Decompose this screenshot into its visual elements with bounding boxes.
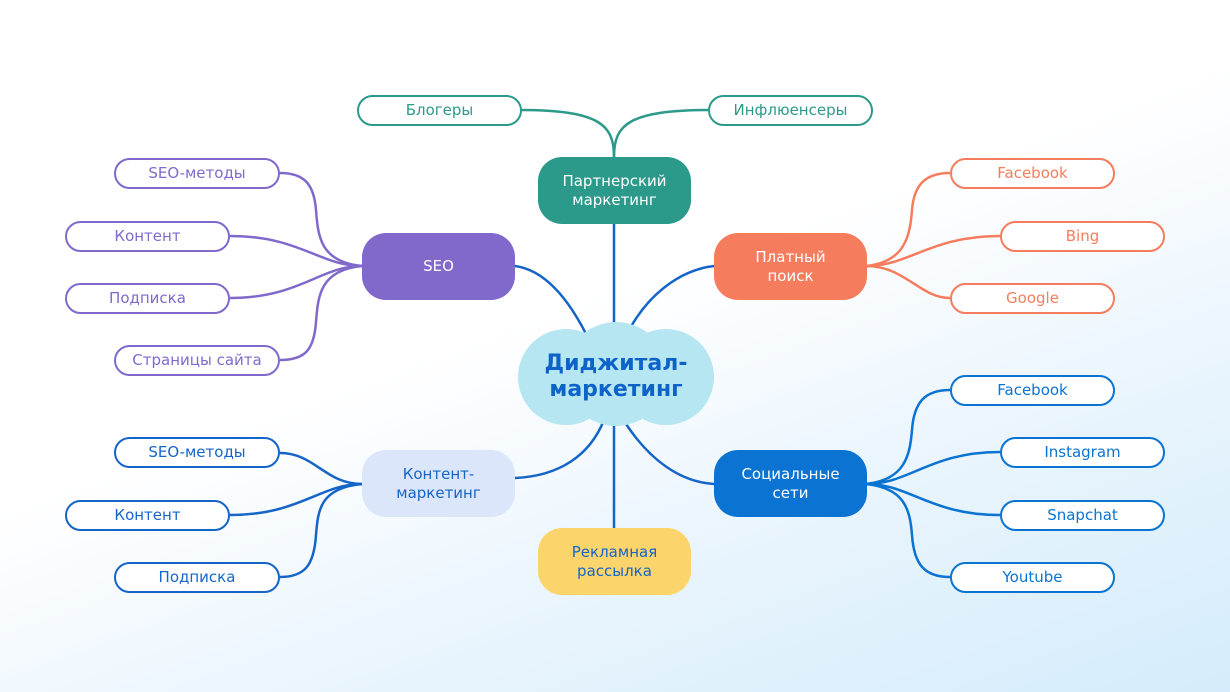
link-partner-bloggers: [519, 108, 616, 158]
leaf-paid-facebook[interactable]: Facebook: [950, 158, 1115, 189]
link-center-seo: [513, 264, 592, 344]
center-cloud: [518, 322, 714, 426]
leaf-label: Bing: [1065, 227, 1100, 246]
branch-partner-label: Партнерский маркетинг: [562, 171, 667, 209]
leaf-label: Facebook: [997, 164, 1068, 183]
link-center-content: [513, 418, 606, 480]
leaf-paid-google[interactable]: Google: [950, 283, 1115, 314]
link-paid-3: [865, 264, 951, 300]
branch-paid-search[interactable]: Платный поиск: [714, 233, 867, 300]
leaf-label: Google: [1006, 289, 1059, 308]
leaf-label: Snapchat: [1047, 506, 1118, 525]
leaf-paid-bing[interactable]: Bing: [1000, 221, 1165, 252]
link-center-social: [624, 422, 716, 486]
link-social-2: [865, 450, 1001, 486]
link-content-3: [279, 482, 363, 579]
leaf-content-subscription[interactable]: Подписка: [114, 562, 280, 593]
branch-social-networks[interactable]: Социальные сети: [714, 450, 867, 517]
seo-links: [229, 171, 363, 362]
leaf-social-instagram[interactable]: Instagram: [1000, 437, 1165, 468]
branch-newsletter-label: Рекламная рассылка: [571, 542, 658, 580]
leaf-content-content[interactable]: Контент: [65, 500, 230, 531]
partner-links: [519, 108, 711, 158]
branch-content-marketing[interactable]: Контент-маркетинг: [362, 450, 515, 517]
center-label-line2: маркетинг: [549, 377, 683, 402]
leaf-seo-site-pages[interactable]: Страницы сайта: [114, 345, 280, 376]
leaf-content-seo-methods[interactable]: SEO-методы: [114, 437, 280, 468]
leaf-social-snapchat[interactable]: Snapchat: [1000, 500, 1165, 531]
leaf-social-facebook[interactable]: Facebook: [950, 375, 1115, 406]
leaf-label: Контент: [114, 506, 181, 525]
link-partner-influencers: [612, 108, 711, 158]
leaf-influencers[interactable]: Инфлюенсеры: [708, 95, 873, 126]
leaf-seo-methods[interactable]: SEO-методы: [114, 158, 280, 189]
branch-partner-marketing[interactable]: Партнерский маркетинг: [538, 157, 691, 224]
leaf-label: SEO-методы: [148, 164, 246, 183]
link-seo-1: [279, 171, 363, 268]
link-seo-2: [229, 234, 363, 268]
leaf-label: Подписка: [109, 289, 186, 308]
leaf-label: Подписка: [158, 568, 236, 587]
branch-seo[interactable]: SEO: [362, 233, 515, 300]
leaf-seo-subscription[interactable]: Подписка: [65, 283, 230, 314]
branch-email-newsletter[interactable]: Рекламная рассылка: [538, 528, 691, 595]
link-social-4: [865, 482, 951, 579]
link-content-1: [279, 451, 363, 486]
branch-social-label: Социальные сети: [741, 464, 840, 502]
leaf-label: Youtube: [1002, 568, 1063, 587]
branch-seo-label: SEO: [423, 257, 454, 276]
branch-content-label: Контент-маркетинг: [396, 464, 481, 502]
leaf-bloggers[interactable]: Блогеры: [357, 95, 522, 126]
content-links: [229, 451, 363, 579]
leaf-label: Контент: [114, 227, 181, 246]
leaf-label: Facebook: [997, 381, 1068, 400]
link-paid-2: [865, 234, 1001, 268]
social-links: [865, 388, 1001, 579]
branch-paid-label: Платный поиск: [755, 247, 826, 285]
center-label-line1: Диджитал-: [544, 350, 688, 376]
link-seo-4: [279, 264, 363, 362]
leaf-label: Страницы сайта: [132, 351, 262, 370]
leaf-label: Инфлюенсеры: [733, 101, 848, 120]
leaf-label: Instagram: [1044, 443, 1121, 462]
link-social-1: [865, 388, 951, 486]
leaf-label: Блогеры: [405, 101, 474, 120]
leaf-seo-content[interactable]: Контент: [65, 221, 230, 252]
link-paid-1: [865, 171, 951, 268]
paid-links: [865, 171, 1001, 300]
leaf-label: SEO-методы: [148, 443, 246, 462]
center-topic[interactable]: Диджитал- маркетинг: [508, 322, 724, 432]
leaf-social-youtube[interactable]: Youtube: [950, 562, 1115, 593]
link-social-3: [865, 482, 1001, 517]
